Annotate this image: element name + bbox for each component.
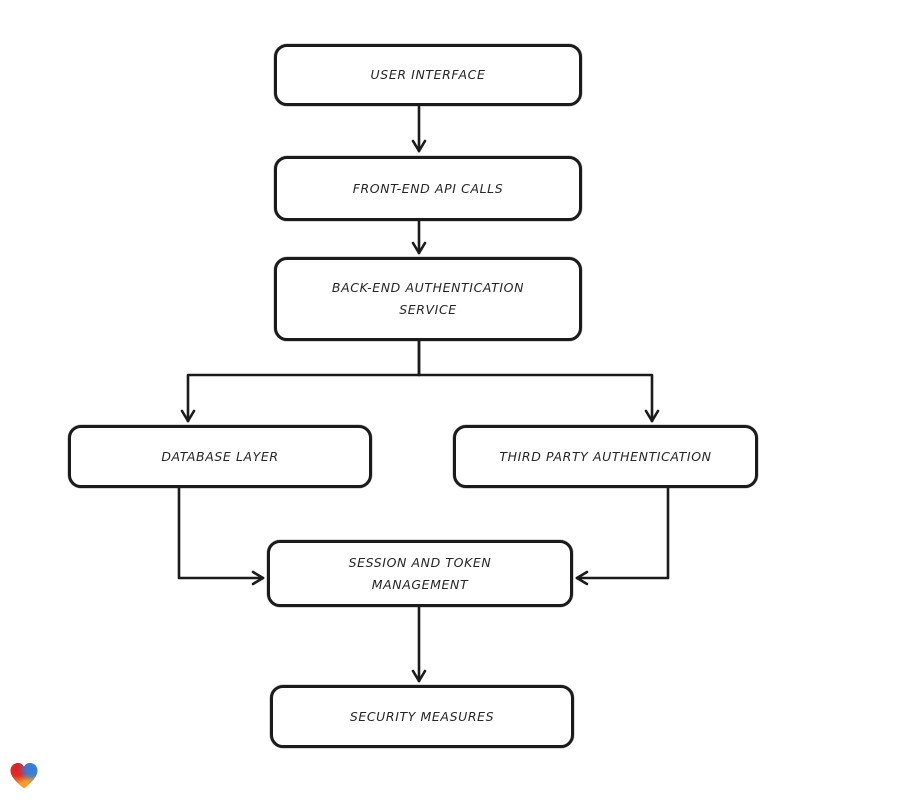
node-session-and-token-management: SESSION AND TOKEN MANAGEMENT — [267, 540, 573, 607]
edge-database-layer-to-session-and-token-management — [177, 486, 265, 586]
node-label: USER INTERFACE — [370, 67, 486, 83]
node-label: DATABASE LAYER — [161, 448, 279, 464]
edge-third-party-authentication-to-session-and-token-management — [575, 486, 670, 586]
edge-back-end-authentication-service-to-database-layer — [180, 339, 421, 423]
node-label: SESSION AND TOKEN MANAGEMENT — [348, 554, 492, 592]
eraser-heart-icon — [10, 763, 38, 789]
node-user-interface: USER INTERFACE — [274, 44, 582, 106]
node-front-end-api-calls: FRONT-END API CALLS — [274, 156, 582, 221]
node-label: FRONT-END API CALLS — [352, 180, 504, 196]
node-label: THIRD PARTY AUTHENTICATION — [499, 448, 712, 464]
node-back-end-authentication-service: BACK-END AUTHENTICATION SERVICE — [274, 257, 582, 341]
node-label: SECURITY MEASURES — [349, 708, 495, 724]
edge-back-end-authentication-service-to-third-party-authentication — [417, 339, 660, 423]
node-database-layer: DATABASE LAYER — [68, 425, 372, 488]
node-security-measures: SECURITY MEASURES — [270, 685, 574, 748]
node-third-party-authentication: THIRD PARTY AUTHENTICATION — [453, 425, 758, 488]
node-label: BACK-END AUTHENTICATION SERVICE — [331, 280, 525, 317]
